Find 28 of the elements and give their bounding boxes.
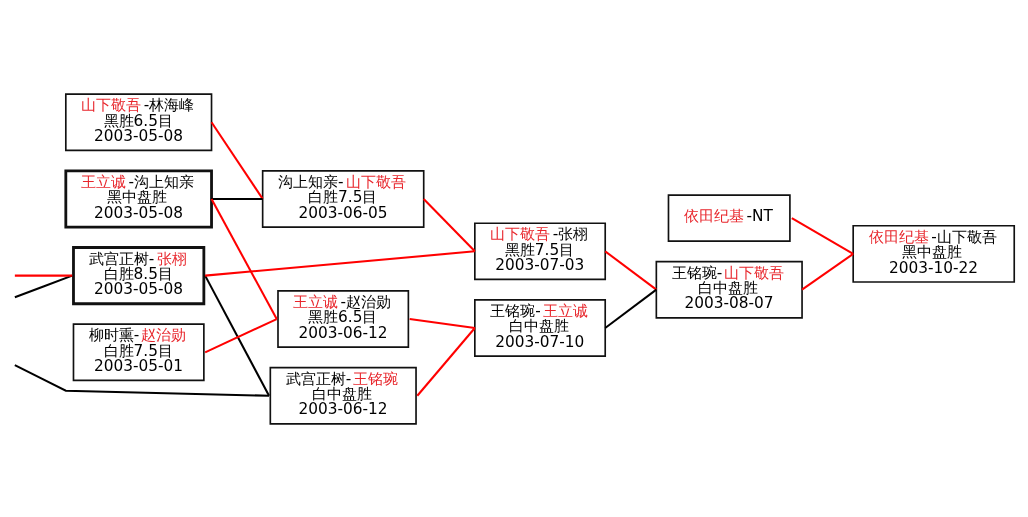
connector (210, 121, 264, 199)
node-box: 王立诚-赵治勋 黑胜6.5目 2003-06-12 (277, 289, 410, 348)
connector (14, 274, 73, 298)
node-box: 王铭琬-山下敬吾 白中盘胜 2003-08-07 (655, 260, 803, 319)
connector (416, 326, 476, 396)
node-box: 依田纪基-山下敬吾 黑中盘胜 2003-10-22 (852, 224, 1016, 283)
connector (791, 216, 854, 255)
connector (204, 317, 278, 353)
node-box: 武宫正树-张栩 白胜8.5目 2003-05-08 (72, 245, 206, 305)
connector (604, 288, 657, 329)
connector (14, 274, 73, 277)
node-box: 王立诚-沟上知亲 黑中盘胜 2003-05-08 (64, 168, 213, 228)
connector (204, 274, 270, 396)
connector (801, 252, 854, 290)
node-box: 沟上知亲-山下敬吾 白胜7.5目 2003-06-05 (261, 169, 425, 228)
connector (210, 197, 278, 320)
node-box: 王铭琬-王立诚 白中盘胜 2003-07-10 (474, 298, 607, 357)
node-box: 山下敬吾-张栩 黑胜7.5目 2003-07-03 (474, 221, 607, 280)
node-box: 依田纪基-NT (667, 193, 791, 242)
node-box: 柳时熏-赵治勋 白胜7.5目 2003-05-01 (72, 322, 205, 381)
connector (205, 249, 475, 277)
connector (14, 363, 270, 397)
node-box: 武宫正树-王铭琬 白中盘胜 2003-06-12 (269, 366, 417, 425)
connector (211, 197, 263, 200)
connector (409, 317, 475, 329)
node-box: 山下敬吾-林海峰 黑胜6.5目 2003-05-08 (65, 92, 213, 151)
connector (422, 197, 476, 252)
connector (604, 250, 657, 290)
